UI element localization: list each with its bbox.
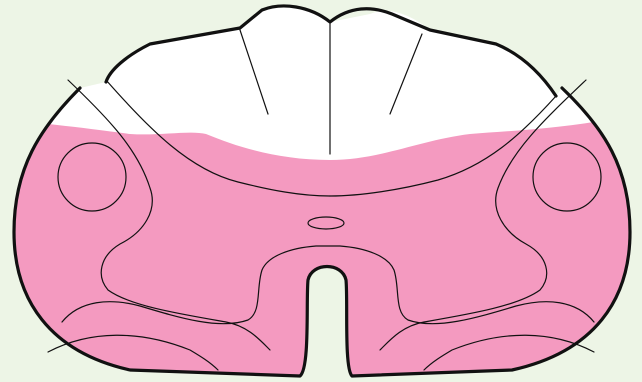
cross-section-diagram bbox=[0, 0, 642, 382]
diagram-canvas bbox=[0, 0, 642, 382]
